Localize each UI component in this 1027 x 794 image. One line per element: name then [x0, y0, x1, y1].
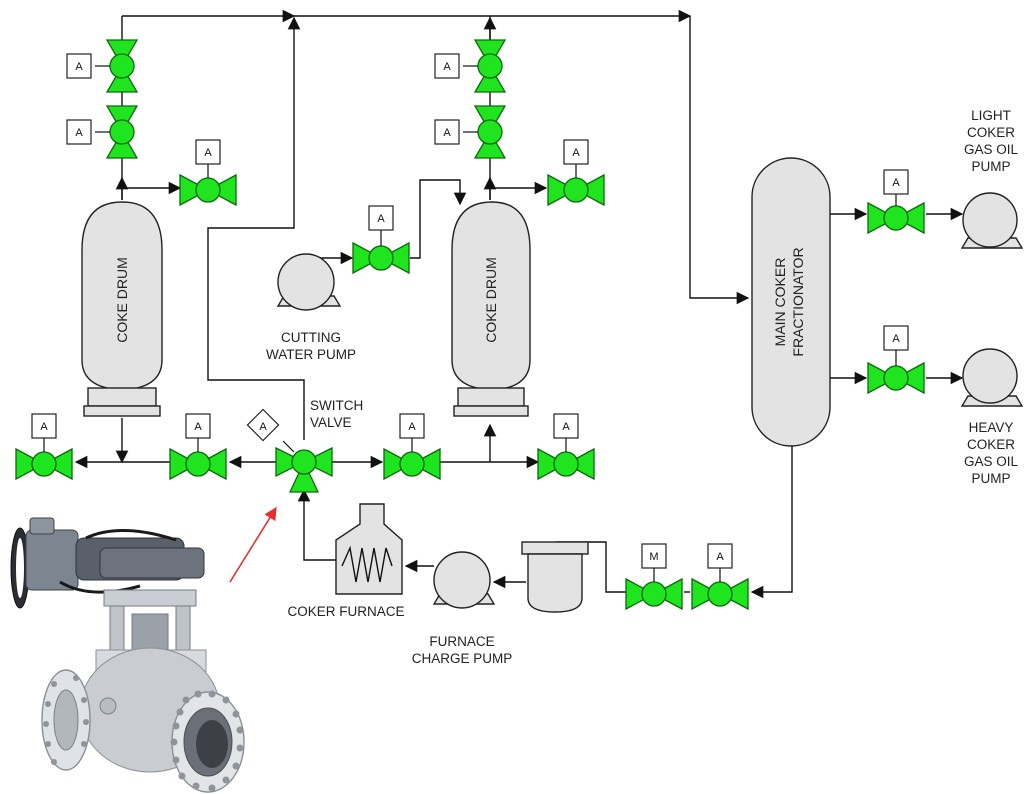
valve-manifold-left[interactable]: A — [170, 414, 226, 479]
valve-bottoms-manual[interactable]: M — [626, 544, 682, 609]
switch-valve-bypass-pipe — [208, 18, 304, 440]
coke-drum-right: COKE DRUM — [452, 202, 530, 416]
heavy-pump-label-4: PUMP — [971, 471, 1010, 486]
actuator-tag: A — [572, 147, 580, 159]
actuator-tag: A — [75, 61, 83, 73]
light-pump-label-2: COKER — [967, 125, 1015, 140]
coke-drum-left-label: COKE DRUM — [114, 257, 130, 343]
cutting-water-pump-label-1: CUTTING — [281, 330, 341, 345]
heavy-pump-label-3: GAS OIL — [964, 454, 1019, 469]
valve-right-top-1[interactable]: A — [435, 40, 505, 92]
actuator-tag: A — [892, 177, 900, 189]
actuator-tag: M — [649, 551, 658, 563]
light-pump-label-4: PUMP — [971, 159, 1010, 174]
furnace-charge-pump-label-1: FURNACE — [429, 634, 494, 649]
fractionator-bottoms-pipe — [752, 444, 792, 592]
valve-left-top-1[interactable]: A — [67, 40, 137, 92]
switch-valve-label-2: VALVE — [310, 415, 352, 430]
actuator-tag: A — [716, 551, 724, 563]
coker-furnace: COKER FURNACE — [287, 504, 404, 619]
heavy-pump-label-1: HEAVY — [969, 420, 1014, 435]
actuator-tag: A — [40, 421, 48, 433]
coke-drum-left: COKE DRUM — [82, 202, 162, 416]
valve-left-overhead-vent[interactable]: A — [180, 140, 236, 205]
switch-valve[interactable]: A SWITCH VALVE — [247, 398, 363, 492]
switch-valve-label-1: SWITCH — [310, 398, 363, 413]
valve-heavy-coker-draw[interactable]: A — [868, 326, 924, 393]
light-pump-label-1: LIGHT — [971, 108, 1011, 123]
actuator-tag: A — [377, 213, 385, 225]
vapor-to-fractionator-pipe — [690, 16, 748, 298]
actuator-tag: A — [562, 421, 570, 433]
switch-valve-photo — [11, 518, 244, 792]
valve-right-top-2[interactable]: A — [435, 106, 505, 158]
valve-manifold-right[interactable]: A — [384, 414, 440, 479]
fractionator-label-2: FRACTIONATOR — [790, 247, 806, 356]
heavy-coker-gas-oil-pump: HEAVY COKER GAS OIL PUMP — [962, 349, 1022, 486]
cutting-water-pump: CUTTING WATER PUMP — [266, 254, 356, 362]
actuator-tag: A — [443, 127, 451, 139]
valve-left-top-2[interactable]: A — [67, 106, 137, 158]
heavy-pump-label-2: COKER — [967, 437, 1015, 452]
actuator-tag: A — [194, 421, 202, 433]
accumulator-drum — [522, 542, 588, 612]
coker-furnace-label: COKER FURNACE — [287, 604, 404, 619]
light-coker-gas-oil-pump: LIGHT COKER GAS OIL PUMP — [962, 108, 1022, 248]
actuator-tag: A — [204, 147, 212, 159]
light-pump-label-3: GAS OIL — [964, 142, 1019, 157]
actuator-tag: A — [443, 61, 451, 73]
actuator-tag: A — [75, 127, 83, 139]
furnace-charge-pump: FURNACE CHARGE PUMP — [412, 552, 513, 666]
furnace-to-switch-valve — [304, 490, 336, 560]
valve-manifold-far-left[interactable]: A — [16, 414, 72, 479]
valve-cutting-water[interactable]: A — [353, 206, 409, 273]
valve-right-overhead-vent[interactable]: A — [548, 140, 604, 205]
valve-light-coker-draw[interactable]: A — [868, 170, 924, 233]
cutting-water-pump-label-2: WATER PUMP — [266, 347, 356, 362]
valve-manifold-far-right[interactable]: A — [538, 414, 594, 479]
actuator-tag: A — [892, 333, 900, 345]
valve-bottoms-auto[interactable]: A — [692, 544, 748, 609]
actuator-tag: A — [408, 421, 416, 433]
pointer-arrow — [230, 508, 276, 582]
coke-drum-right-label: COKE DRUM — [483, 257, 499, 343]
actuator-tag: A — [259, 421, 267, 433]
main-coker-fractionator: MAIN COKER FRACTIONATOR — [752, 158, 830, 446]
furnace-charge-pump-label-2: CHARGE PUMP — [412, 651, 513, 666]
fractionator-label-1: MAIN COKER — [772, 258, 788, 347]
